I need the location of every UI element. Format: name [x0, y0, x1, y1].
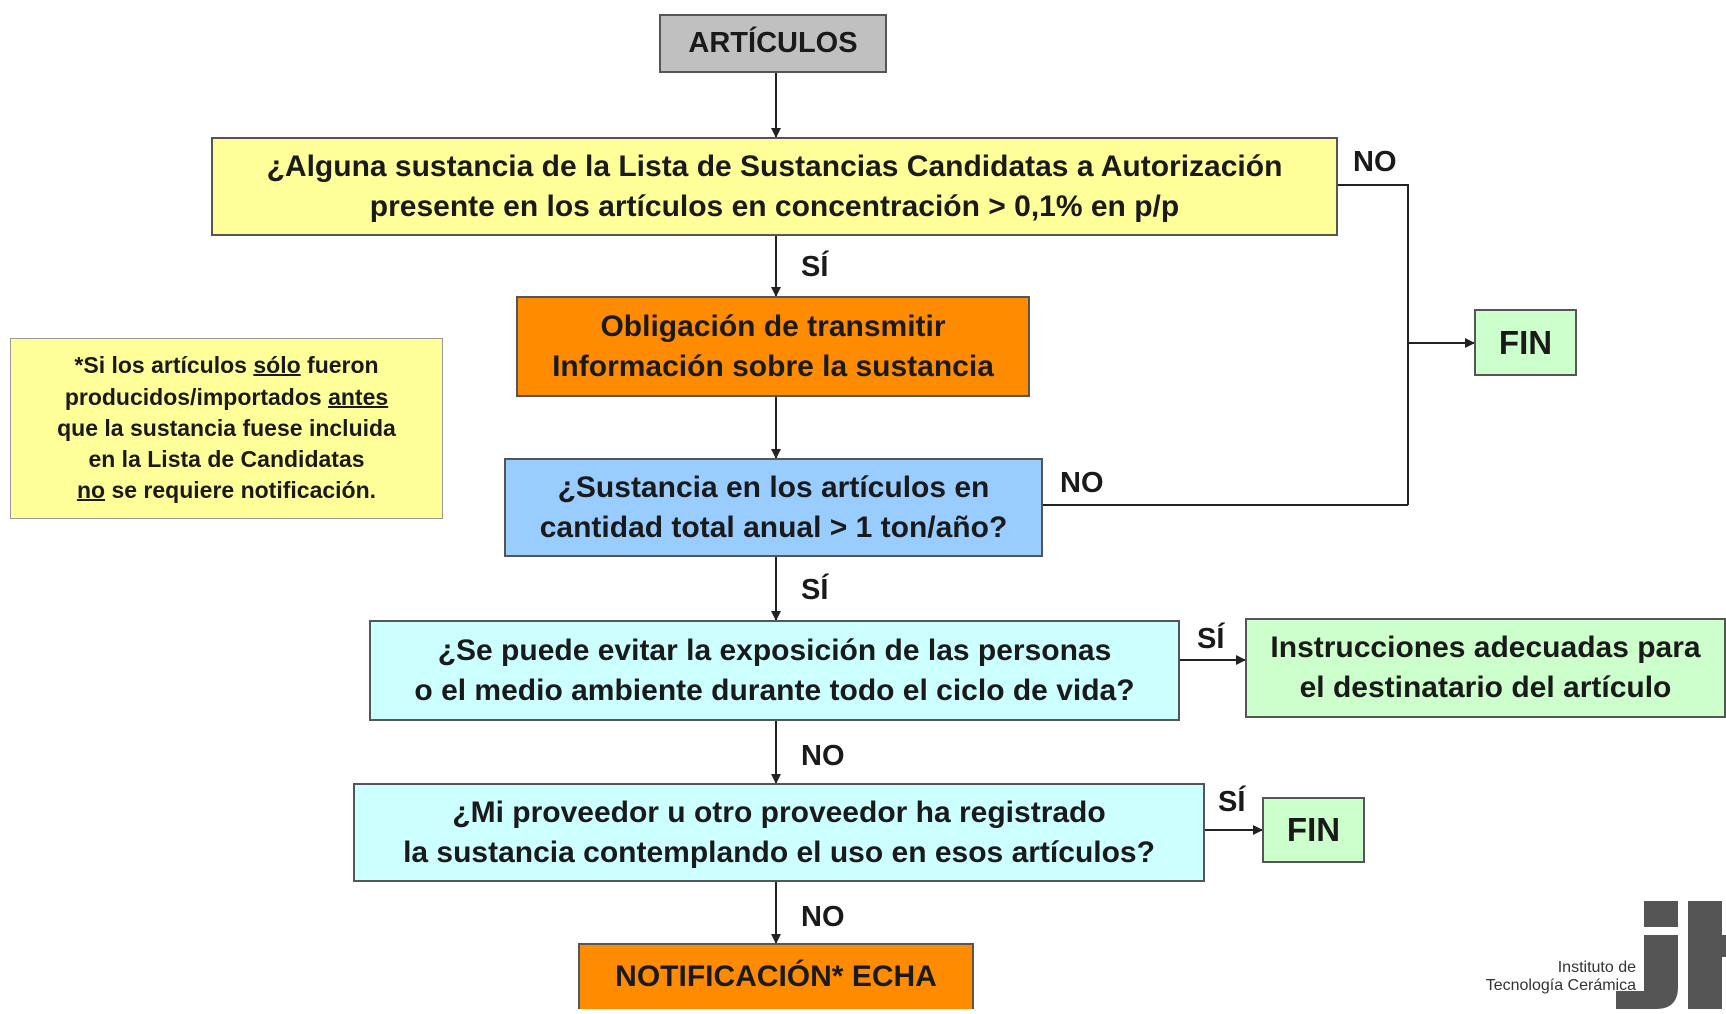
fin-label: FIN	[1286, 811, 1341, 849]
obligation-box: Obligación de transmitir Información sob…	[516, 296, 1030, 397]
note-line-3: que la sustancia fuese incluida	[57, 414, 396, 441]
question-line-2: presente en los artículos en concentraci…	[369, 189, 1180, 223]
instructions-line-2: el destinatario del artículo	[1299, 671, 1672, 704]
q4-yes-label: SÍ	[1218, 786, 1246, 818]
q2-no-label: NO	[1060, 467, 1104, 499]
question-quantity-box: ¿Sustancia en los artículos en cantidad …	[504, 458, 1043, 557]
question-line-1: ¿Mi proveedor u otro proveedor ha regist…	[452, 795, 1106, 829]
obligation-line-2: Información sobre la sustancia	[552, 349, 994, 383]
question-line-1: ¿Sustancia en los artículos en	[557, 470, 990, 504]
line-q1-no	[1338, 184, 1409, 505]
q3-no-label: NO	[801, 740, 845, 772]
q4-no-label: NO	[801, 901, 845, 933]
instructions-box: Instrucciones adecuadas para el destinat…	[1245, 618, 1726, 718]
question-supplier-box: ¿Mi proveedor u otro proveedor ha regist…	[353, 783, 1205, 882]
note-box: *Si los artículos sólo fueron producidos…	[10, 338, 443, 519]
question-candidate-list-box: ¿Alguna sustancia de la Lista de Sustanc…	[211, 137, 1338, 236]
question-line-1: ¿Alguna sustancia de la Lista de Sustanc…	[266, 149, 1283, 183]
note-line-1: *Si los artículos sólo fueron	[74, 352, 379, 379]
question-line-2: o el medio ambiente durante todo el cicl…	[414, 673, 1135, 707]
notification-box: NOTIFICACIÓN* ECHA	[578, 943, 974, 1009]
q1-no-label: NO	[1353, 146, 1397, 178]
question-line-2: la sustancia contemplando el uso en esos…	[403, 835, 1155, 869]
itc-logo-mark	[1616, 901, 1726, 1009]
obligation-line-1: Obligación de transmitir	[600, 309, 946, 343]
instructions-line-1: Instrucciones adecuadas para	[1270, 631, 1701, 665]
itc-logo: Instituto de Tecnología Cerámica	[1476, 895, 1726, 1009]
fin-bottom-box: FIN	[1262, 797, 1365, 863]
note-line-4: en la Lista de Candidatas	[88, 446, 365, 473]
q3-yes-label: SÍ	[1197, 623, 1225, 655]
notification-label: NOTIFICACIÓN* ECHA	[615, 960, 937, 994]
logo-line-2: Tecnología Cerámica	[1485, 977, 1636, 994]
fin-top-box: FIN	[1474, 309, 1577, 376]
question-line-2: cantidad total anual > 1 ton/año?	[539, 510, 1008, 544]
start-label: ARTÍCULOS	[688, 27, 858, 60]
question-line-1: ¿Se puede evitar la exposición de las pe…	[437, 633, 1112, 667]
note-line-5: no se requiere notificación.	[76, 477, 377, 504]
question-exposure-box: ¿Se puede evitar la exposición de las pe…	[369, 620, 1180, 721]
start-box: ARTÍCULOS	[659, 14, 887, 73]
q2-yes-label: SÍ	[801, 574, 829, 606]
fin-label: FIN	[1498, 323, 1553, 361]
q1-yes-label: SÍ	[801, 251, 829, 283]
note-line-2: producidos/importados antes	[64, 383, 389, 410]
logo-line-1: Instituto de	[1557, 959, 1636, 976]
